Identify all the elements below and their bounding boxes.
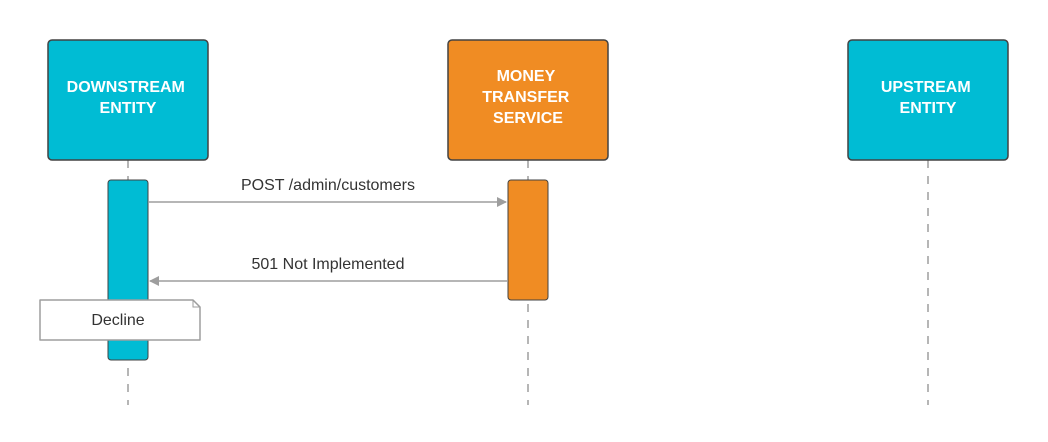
message-501-not-implemented[interactable]: 501 Not Implemented: [149, 256, 508, 286]
participant-label: DOWNSTREAM ENTITY: [67, 79, 190, 117]
participant-box: [47, 39, 209, 161]
message-label: POST /admin/customers: [241, 177, 415, 194]
participant-upstream-entity[interactable]: UPSTREAM ENTITY: [847, 39, 1009, 161]
participant-label: UPSTREAM ENTITY: [881, 79, 975, 117]
participant-box: [847, 39, 1009, 161]
note-fold: [192, 300, 200, 308]
participant-box: [447, 39, 609, 161]
note-shape: [39, 299, 201, 341]
message-post-admin-customers[interactable]: POST /admin/customers: [148, 177, 507, 207]
participant-label: MONEY TRANSFER SERVICE: [482, 68, 574, 127]
note-label: Decline: [91, 312, 144, 329]
participant-money-transfer-service[interactable]: MONEY TRANSFER SERVICE: [447, 39, 609, 161]
note-decline[interactable]: Decline: [39, 299, 201, 341]
participant-downstream-entity[interactable]: DOWNSTREAM ENTITY: [47, 39, 209, 161]
message-label: 501 Not Implemented: [252, 256, 405, 273]
activation-bar-money-transfer: [507, 179, 549, 301]
